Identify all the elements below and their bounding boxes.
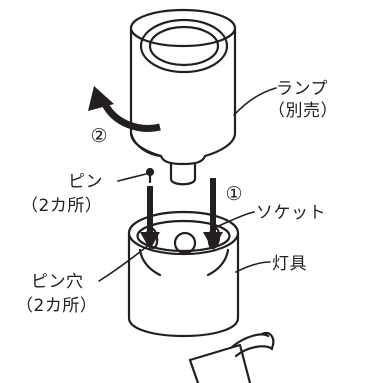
step-2-marker: ② (90, 125, 107, 147)
leader-lines (98, 87, 277, 282)
pin-count-label: （2カ所） (21, 196, 103, 216)
step-1-marker: ① (225, 183, 242, 205)
lamp-note-label: （別売） (268, 101, 338, 121)
lamp-label: ランプ (276, 79, 328, 99)
lamp-pin (145, 167, 155, 184)
rotate-arrow (88, 86, 161, 132)
fixture-arm (188, 331, 275, 383)
pin-hole-count-label: （2カ所） (16, 296, 98, 316)
fixture-label: 灯具 (272, 254, 307, 274)
fixture-body (127, 210, 240, 337)
step-markers: ② ① (90, 125, 242, 205)
pin-hole-label: ピン穴 (31, 272, 84, 292)
insert-arrows (140, 178, 223, 250)
socket-label: ソケット (256, 203, 326, 223)
lamp-body (129, 8, 237, 186)
pin-label: ピン (68, 172, 103, 192)
